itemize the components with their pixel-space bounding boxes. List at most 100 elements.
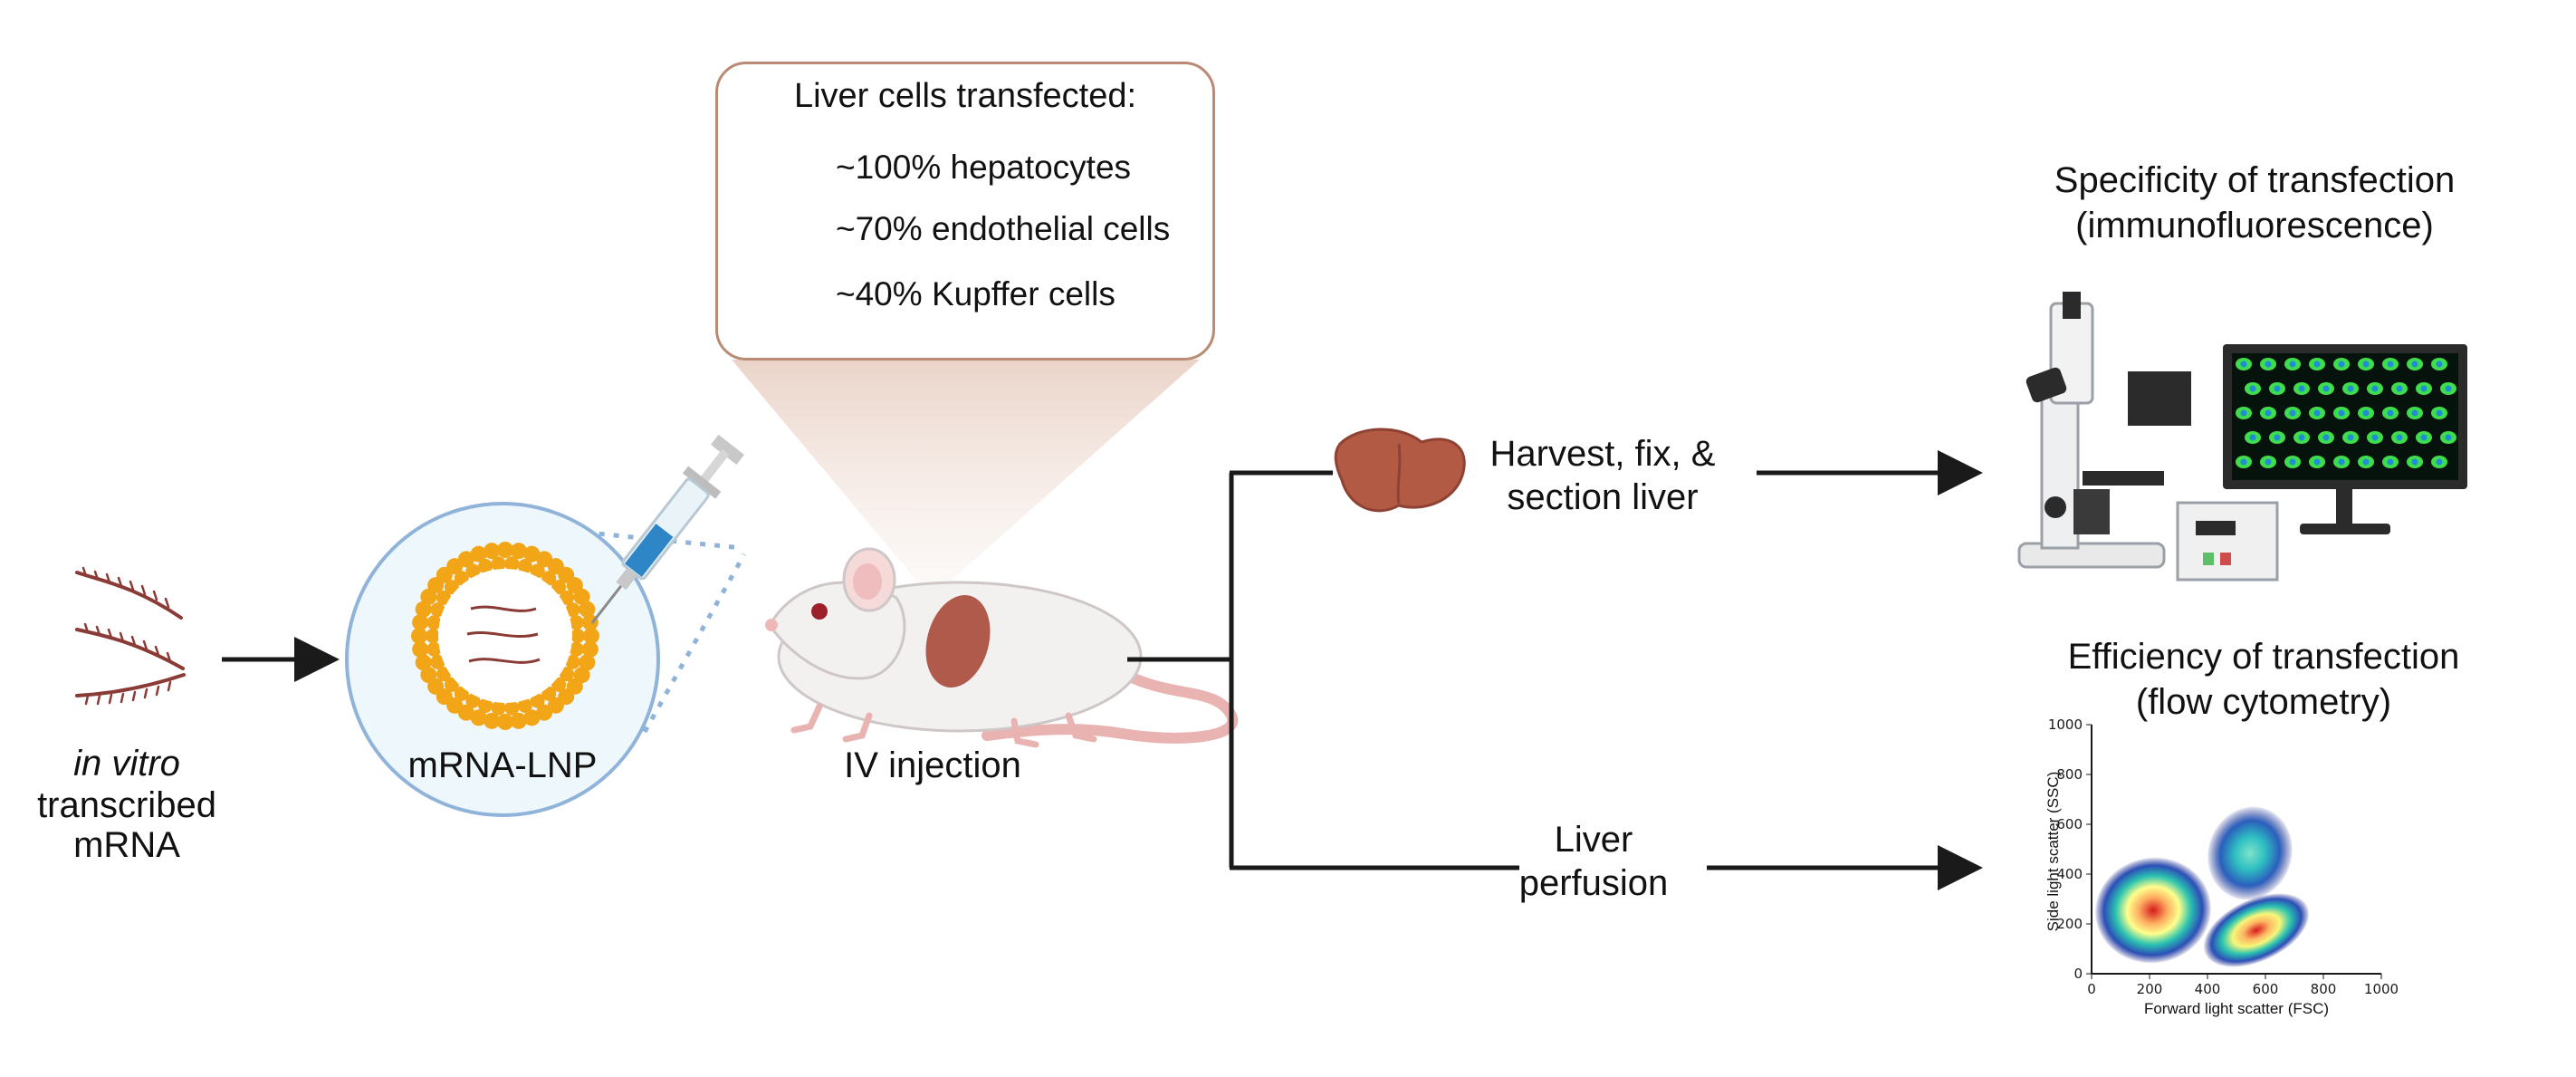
cell-nucleus <box>2411 361 2418 368</box>
result-efficiency-line1: Efficiency of transfection <box>2067 637 2460 677</box>
lipid-head <box>517 697 532 713</box>
lipid-head <box>436 590 451 605</box>
cell-nucleus <box>2362 409 2370 417</box>
syringe-icon <box>590 434 744 624</box>
lipid-head <box>560 590 575 605</box>
cell-nucleus <box>2322 385 2330 392</box>
cell-nucleus <box>2411 409 2418 417</box>
cell-nucleus <box>2371 434 2379 441</box>
flow-population-2 <box>2207 806 2293 900</box>
lipid-head <box>436 667 451 682</box>
cell-nucleus <box>2240 409 2247 417</box>
lipid-head <box>581 640 599 658</box>
flow-population-3 <box>2204 893 2309 967</box>
liver-icon <box>1334 428 1466 513</box>
lipid-head <box>415 601 432 618</box>
lipid-head <box>444 580 459 595</box>
step-harvest-line2: section liver <box>1507 477 1699 517</box>
y-tick-label: 800 <box>2056 766 2083 783</box>
y-tick-label: 600 <box>2056 816 2083 832</box>
cell-nucleus <box>2347 434 2354 441</box>
legend-endothelial-cells: ~70% endothelial cells <box>836 210 1171 247</box>
lipid-head <box>420 667 437 684</box>
lnp-label: mRNA-LNP <box>407 745 598 785</box>
y-tick-label: 0 <box>2073 966 2083 982</box>
result-specificity-line2: (immunofluorescence) <box>2075 206 2434 245</box>
cell-nucleus <box>2445 385 2452 392</box>
lipid-head <box>444 677 459 692</box>
cell-nucleus <box>2436 409 2443 417</box>
lipid-head <box>454 571 469 586</box>
cell-nucleus <box>2396 385 2403 392</box>
cell-nucleus <box>2396 434 2403 441</box>
lipid-head <box>457 551 474 568</box>
lipid-head <box>579 654 596 671</box>
lipid-head <box>570 629 585 643</box>
cell-nucleus <box>2298 434 2305 441</box>
cell-nucleus <box>2371 385 2379 392</box>
microscope-icon <box>2017 292 2279 582</box>
lipid-head <box>504 700 520 716</box>
lipid-head <box>565 654 580 669</box>
cell-nucleus <box>2249 385 2256 392</box>
lipid-head <box>430 602 445 618</box>
lipid-head <box>530 693 545 708</box>
x-tick-label: 800 <box>2311 981 2337 997</box>
cell-nucleus <box>2338 361 2345 368</box>
lipid-head <box>541 686 557 701</box>
injection-label: IV injection <box>844 745 1021 785</box>
input-label-line3: mRNA <box>73 825 180 865</box>
cell-nucleus <box>2411 458 2418 466</box>
cell-nucleus <box>2289 409 2296 417</box>
lipid-head <box>510 543 527 560</box>
lipid-head <box>470 545 487 563</box>
cell-nucleus <box>2265 458 2272 466</box>
cell-nucleus <box>2289 361 2296 368</box>
legend-kupffer-cells: ~40% Kupffer cells <box>836 275 1116 313</box>
lipid-head <box>583 628 599 644</box>
callout-title: Liver cells transfected: <box>793 77 1137 115</box>
cell-nucleus <box>2249 434 2256 441</box>
result-specificity-line1: Specificity of transfection <box>2054 160 2456 200</box>
cell-nucleus <box>2436 361 2443 368</box>
lipid-head <box>470 709 487 726</box>
x-tick-label: 0 <box>2087 981 2096 997</box>
x-tick-label: 600 <box>2253 981 2279 997</box>
lipid-head <box>478 559 493 574</box>
input-label-line2: transcribed <box>37 785 216 825</box>
mouse-icon <box>765 547 1239 748</box>
cell-nucleus <box>2274 434 2281 441</box>
step-perfusion-line1: Liver <box>1554 820 1633 860</box>
lipid-head <box>536 704 553 721</box>
flow-ylabel: Side light scatter (SSC) <box>2045 771 2062 932</box>
lipid-head <box>430 654 445 669</box>
lipid-head <box>426 615 442 630</box>
lipid-head <box>465 563 481 579</box>
cell-nucleus <box>2362 458 2370 466</box>
cell-nucleus <box>2240 361 2247 368</box>
lipid-head <box>454 686 469 701</box>
lipid-head <box>411 628 427 644</box>
cell-nucleus <box>2420 434 2428 441</box>
cell-nucleus <box>2313 458 2321 466</box>
cell-nucleus <box>2347 385 2354 392</box>
x-tick-label: 400 <box>2195 981 2221 997</box>
mrna-strands-icon <box>75 566 186 706</box>
cell-nucleus <box>2338 409 2345 417</box>
cell-nucleus <box>2362 361 2370 368</box>
monitor-icon <box>2223 344 2467 534</box>
y-tick-label: 1000 <box>2048 716 2083 733</box>
lipid-head <box>569 615 584 630</box>
lipid-head <box>530 563 545 579</box>
cell-nucleus <box>2436 458 2443 466</box>
lipid-head <box>412 614 429 631</box>
cell-nucleus <box>2445 434 2452 441</box>
cell-nucleus <box>2322 434 2330 441</box>
step-harvest-line1: Harvest, fix, & <box>1489 434 1716 474</box>
lipid-head <box>560 667 575 682</box>
lipid-head <box>465 693 481 708</box>
cell-nucleus <box>2274 385 2281 392</box>
y-tick-label: 200 <box>2056 916 2083 932</box>
